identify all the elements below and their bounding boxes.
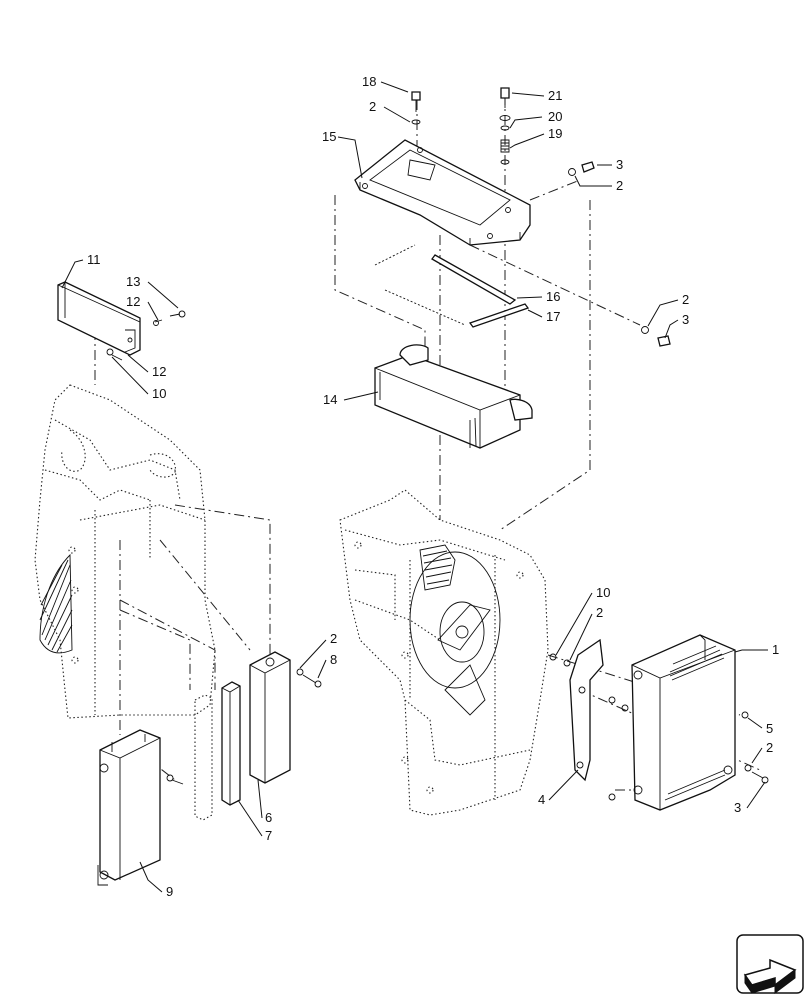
part-11-support-bracket bbox=[57, 281, 141, 356]
part-7-foam-strip bbox=[194, 681, 241, 821]
next-page-arrow-icon[interactable] bbox=[736, 934, 804, 994]
callout-10: 10 bbox=[596, 585, 610, 600]
callout-1: 1 bbox=[772, 642, 779, 657]
part-8-bolt bbox=[296, 668, 322, 688]
top-fasteners bbox=[411, 87, 671, 347]
part-4-side-bracket bbox=[569, 638, 604, 782]
callout-8: 8 bbox=[330, 652, 337, 667]
callout-12: 12 bbox=[152, 364, 166, 379]
callout-13: 13 bbox=[126, 274, 140, 289]
part-1-radiator bbox=[631, 634, 736, 811]
radiator-fasteners bbox=[741, 711, 769, 784]
fan-assembly bbox=[409, 544, 501, 716]
callout-2: 2 bbox=[596, 605, 603, 620]
left-frame-ghost bbox=[34, 384, 216, 719]
callout-10: 10 bbox=[152, 386, 166, 401]
part-10-2-hardware-right bbox=[549, 653, 629, 801]
callout-3: 3 bbox=[682, 312, 689, 327]
callout-4: 4 bbox=[538, 792, 545, 807]
callout-15: 15 bbox=[322, 129, 336, 144]
callout-5: 5 bbox=[766, 721, 773, 736]
leader-lines bbox=[61, 81, 768, 893]
callout-2: 2 bbox=[330, 631, 337, 646]
callout-3: 3 bbox=[616, 157, 623, 172]
callout-labels: 1 2 2 2 2 2 2 3 3 3 4 5 6 7 8 9 10 10 11… bbox=[87, 74, 779, 899]
callout-6: 6 bbox=[265, 810, 272, 825]
part-16-17-seal-strips bbox=[374, 244, 530, 328]
part-9-oil-cooler bbox=[97, 729, 161, 886]
callout-17: 17 bbox=[546, 309, 560, 324]
part-6-seal-block bbox=[249, 651, 291, 784]
callout-18: 18 bbox=[362, 74, 376, 89]
part-14-charge-air-cooler bbox=[374, 344, 533, 449]
callout-19: 19 bbox=[548, 126, 562, 141]
callout-9: 9 bbox=[166, 884, 173, 899]
callout-12: 12 bbox=[126, 294, 140, 309]
left-fan-grille bbox=[39, 559, 73, 653]
callout-16: 16 bbox=[546, 289, 560, 304]
right-frame-ghost bbox=[339, 489, 549, 816]
callout-3: 3 bbox=[734, 800, 741, 815]
small-fasteners-left bbox=[106, 310, 186, 361]
callout-2: 2 bbox=[682, 292, 689, 307]
callout-20: 20 bbox=[548, 109, 562, 124]
callout-2: 2 bbox=[369, 99, 376, 114]
callout-21: 21 bbox=[548, 88, 562, 103]
callout-14: 14 bbox=[323, 392, 337, 407]
callout-2: 2 bbox=[766, 740, 773, 755]
radiator-fins bbox=[664, 645, 726, 801]
callout-7: 7 bbox=[265, 828, 272, 843]
callout-2: 2 bbox=[616, 178, 623, 193]
callout-11: 11 bbox=[87, 252, 101, 267]
part-15-mounting-plate bbox=[354, 139, 531, 246]
part-9-fastener bbox=[166, 774, 184, 785]
